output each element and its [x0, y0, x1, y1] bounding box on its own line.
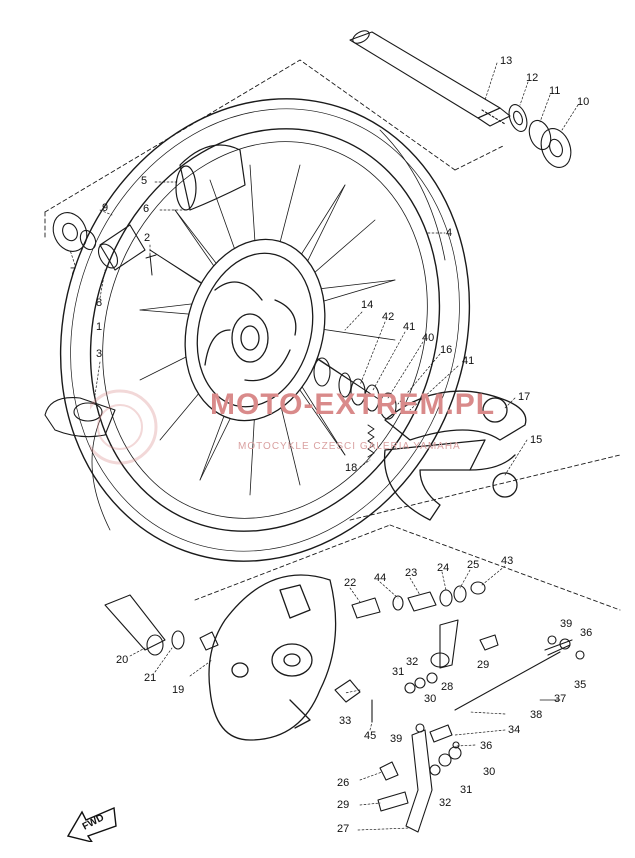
- callout-1: 1: [96, 321, 103, 333]
- callout-8: 8: [96, 297, 103, 309]
- brake-rod: [454, 635, 585, 711]
- callout-26: 26: [337, 777, 350, 789]
- callout-3: 3: [96, 348, 103, 360]
- callout-36-upper: 36: [580, 627, 593, 639]
- assembly-outline: [44, 59, 621, 611]
- callout-35: 35: [574, 679, 587, 691]
- callout-5: 5: [141, 175, 148, 187]
- callout-31-lower: 31: [460, 784, 473, 796]
- callout-4: 4: [446, 227, 453, 239]
- brake-plate: [208, 574, 337, 741]
- axle-sleeve: [104, 594, 219, 656]
- callout-6: 6: [143, 203, 150, 215]
- callout-34: 34: [508, 724, 521, 736]
- callout-18: 18: [345, 462, 358, 474]
- callout-23: 23: [405, 567, 418, 579]
- callout-29-upper: 29: [477, 659, 490, 671]
- callout-19: 19: [172, 684, 185, 696]
- callout-24: 24: [437, 562, 450, 574]
- callout-32-upper: 32: [406, 656, 419, 668]
- callout-41-lower: 41: [462, 355, 475, 367]
- callout-33: 33: [339, 715, 352, 727]
- axle-washer: [508, 104, 572, 168]
- pivot-nut: [334, 679, 373, 723]
- watermark-logo: [90, 389, 158, 465]
- callout-20: 20: [116, 654, 129, 666]
- callout-13: 13: [500, 55, 513, 67]
- rim-band: [44, 397, 116, 438]
- callout-39-upper: 39: [560, 618, 573, 630]
- callout-11: 11: [549, 85, 561, 97]
- callout-37: 37: [554, 693, 567, 705]
- callout-7: 7: [70, 266, 77, 278]
- spoke-nipple: [145, 254, 157, 276]
- callout-43: 43: [501, 555, 514, 567]
- callout-41-upper: 41: [403, 321, 416, 333]
- callout-45: 45: [364, 730, 377, 742]
- callout-29-lower: 29: [337, 799, 350, 811]
- callout-30-upper: 30: [424, 693, 437, 705]
- brake-pedal-lever: [377, 723, 462, 833]
- callout-22: 22: [344, 577, 357, 589]
- axle: [349, 30, 511, 127]
- callout-12: 12: [526, 72, 539, 84]
- callout-25: 25: [467, 559, 480, 571]
- callout-14: 14: [361, 299, 374, 311]
- callout-39-lower: 39: [390, 733, 403, 745]
- watermark-subtext: MOTOCYKLE CZESCI GALERIA YAMAHA: [238, 441, 461, 452]
- callout-27: 27: [337, 823, 350, 835]
- forward-arrow-icon: [66, 806, 117, 842]
- oil-seal-stack: [313, 357, 397, 420]
- callout-32-lower: 32: [439, 797, 452, 809]
- left-bearing: [52, 212, 146, 271]
- callout-10: 10: [577, 96, 590, 108]
- callout-16: 16: [440, 344, 453, 356]
- camshaft-assembly: [351, 581, 486, 619]
- callout-2: 2: [144, 232, 151, 244]
- hub: [184, 238, 326, 422]
- tire: [59, 98, 471, 562]
- callout-9: 9: [102, 202, 109, 214]
- callout-44: 44: [374, 572, 387, 584]
- callout-42: 42: [382, 311, 395, 323]
- callout-30-lower: 30: [483, 766, 496, 778]
- callout-36-lower: 36: [480, 740, 493, 752]
- watermark-text: MOTO-EXTREM.PL: [210, 388, 496, 421]
- callout-31-upper: 31: [392, 666, 405, 678]
- callout-40: 40: [422, 332, 435, 344]
- brake-shoes: [383, 390, 527, 521]
- cam-lever: [404, 619, 499, 694]
- callout-38: 38: [530, 709, 543, 721]
- callout-17: 17: [518, 391, 531, 403]
- callout-28: 28: [441, 681, 454, 693]
- return-spring: [367, 424, 375, 458]
- callout-21: 21: [144, 672, 157, 684]
- callout-15: 15: [530, 434, 543, 446]
- leader-lines: [69, 62, 579, 831]
